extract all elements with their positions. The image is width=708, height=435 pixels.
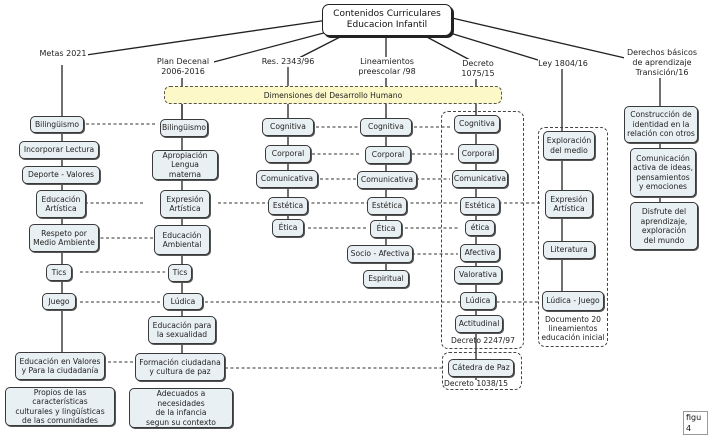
- dec-node-etica[interactable]: ética: [465, 220, 495, 236]
- plan-node-necesidades[interactable]: Adecuados a necesidades de la infancia s…: [129, 388, 233, 428]
- decreto-2247-caption: Decreto 2247/97: [451, 336, 515, 345]
- metas-node-lectura[interactable]: Incorporar Lectura: [19, 141, 99, 159]
- lin-node-etica[interactable]: Ética: [370, 220, 402, 238]
- branch-plan-decenal[interactable]: Plan Decenal 2006-2016: [152, 57, 214, 77]
- res-node-corporal[interactable]: Corporal: [265, 145, 311, 163]
- ley-node-exploracion[interactable]: Exploración del medio: [543, 131, 595, 160]
- metas-node-ambiente[interactable]: Respeto por Medio Ambiente: [29, 224, 99, 252]
- ley-node-ludica-juego[interactable]: Lúdica - Juego: [542, 291, 604, 311]
- res-node-estetica[interactable]: Estética: [268, 197, 308, 215]
- plan-node-ciudadana[interactable]: Formación ciudadana y cultura de paz: [135, 353, 225, 381]
- documento-20-caption: Documento 20 lineamientos educación inic…: [541, 315, 605, 342]
- plan-node-lengua-materna[interactable]: Apropiación Lengua materna: [152, 150, 218, 180]
- decreto-2247-group: [441, 111, 524, 349]
- plan-node-sexualidad[interactable]: Educación para la sexualidad: [148, 316, 216, 344]
- lin-node-corporal[interactable]: Corporal: [365, 146, 411, 164]
- branch-derechos-basicos[interactable]: Derechos básicos de aprendizaje Transici…: [624, 48, 700, 78]
- metas-node-caracteristicas[interactable]: Propios de las características culturale…: [5, 387, 115, 426]
- plan-node-ludica[interactable]: Lúdica: [163, 293, 203, 310]
- derechos-node-disfrute[interactable]: Disfrute del aprendizaje, exploración de…: [630, 202, 698, 250]
- dec-node-comunicativa[interactable]: Comunicativa: [452, 170, 508, 188]
- lin-node-socio-afectiva[interactable]: Socio - Afectiva: [347, 245, 413, 263]
- lin-node-espiritual[interactable]: Espiritual: [363, 270, 409, 288]
- res-node-comunicativa[interactable]: Comunicativa: [256, 170, 318, 188]
- plan-node-tics[interactable]: Tics: [168, 264, 192, 282]
- branch-res-2343[interactable]: Res. 2343/96: [258, 57, 318, 67]
- dec-node-estetica[interactable]: Estética: [460, 197, 500, 215]
- metas-node-valores[interactable]: Educación en Valores y Para la ciudadaní…: [15, 352, 105, 380]
- res-node-cognitiva[interactable]: Cognitiva: [262, 118, 314, 136]
- branch-ley-1804[interactable]: Ley 1804/16: [538, 59, 588, 69]
- branch-metas-2021[interactable]: Metas 2021: [38, 49, 88, 59]
- dimensiones-banner[interactable]: Dimensiones del Desarrollo Humano: [164, 86, 502, 104]
- ley-node-literatura[interactable]: Literatura: [543, 241, 595, 259]
- dec-node-corporal[interactable]: Corporal: [458, 144, 498, 163]
- catedra-de-paz-node[interactable]: Cátedra de Paz: [448, 359, 514, 377]
- root-node[interactable]: Contenidos Curriculares Educacion Infant…: [322, 4, 452, 36]
- derechos-node-comunicacion[interactable]: Comunicación activa de ideas, pensamient…: [630, 148, 696, 197]
- lin-node-cognitiva[interactable]: Cognitiva: [360, 118, 412, 136]
- documento-20-group: [538, 127, 608, 347]
- figure-label: figu 4: [683, 411, 708, 435]
- plan-node-ambiental[interactable]: Educación Ambiental: [154, 225, 210, 255]
- lin-node-estetica[interactable]: Estética: [367, 197, 407, 215]
- metas-node-artistica[interactable]: Educación Artística: [36, 190, 86, 218]
- metas-node-juego[interactable]: Juego: [42, 293, 76, 310]
- metas-node-tics[interactable]: Tics: [46, 264, 72, 281]
- ley-node-expresion[interactable]: Expresión Artística: [545, 190, 593, 218]
- lin-node-comunicativa[interactable]: Comunicativa: [357, 171, 417, 189]
- dec-node-cognitiva[interactable]: Cognitiva: [454, 115, 500, 133]
- branch-lineamientos[interactable]: Lineamientos preescolar /98: [354, 57, 420, 77]
- catedra-group: [442, 352, 522, 390]
- metas-node-deporte[interactable]: Deporte - Valores: [22, 166, 100, 184]
- dec-node-valorativa[interactable]: Valorativa: [454, 266, 502, 284]
- dec-node-ludica[interactable]: Lúdica: [460, 292, 496, 310]
- dec-node-afectiva[interactable]: Afectiva: [460, 244, 500, 262]
- plan-node-artistica[interactable]: Expresión Artística: [160, 190, 210, 218]
- branch-decreto-1075[interactable]: Decreto 1075/15: [445, 59, 511, 79]
- decreto-1038-caption: Decreto 1038/15: [444, 379, 508, 388]
- metas-node-bilinguismo[interactable]: Bilingüismo: [30, 116, 84, 133]
- dec-node-actitudinal[interactable]: Actitudinal: [455, 315, 503, 333]
- derechos-node-identidad[interactable]: Construcción de identidad en la relación…: [624, 106, 698, 143]
- res-node-etica[interactable]: Ética: [272, 219, 304, 237]
- plan-node-bilinguismo[interactable]: Bilingüismo: [160, 119, 208, 137]
